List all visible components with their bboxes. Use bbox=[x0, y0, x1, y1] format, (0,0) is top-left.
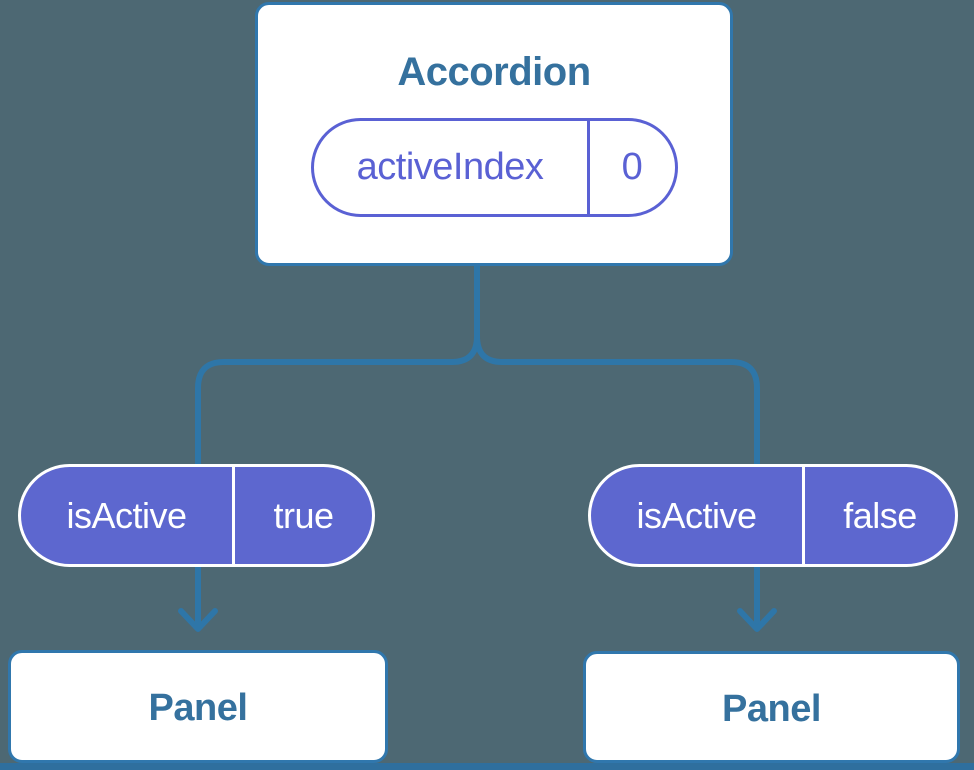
prop-pill-name: isActive bbox=[636, 494, 757, 536]
prop-pill-left: isActive true bbox=[18, 464, 375, 567]
arrow-down-right-icon bbox=[737, 608, 777, 632]
panel-node-label: Panel bbox=[148, 687, 248, 729]
panel-node-right: Panel bbox=[583, 651, 960, 763]
state-pill: activeIndex 0 bbox=[310, 118, 678, 217]
prop-pill-value: true bbox=[273, 494, 334, 536]
panel-node-label: Panel bbox=[722, 687, 821, 730]
connector-branch-left bbox=[195, 333, 480, 627]
prop-pill-right: isActive false bbox=[588, 464, 958, 567]
prop-pill-divider bbox=[802, 467, 805, 564]
arrow-down-left-icon bbox=[178, 608, 218, 632]
connector-branch-right bbox=[474, 333, 760, 627]
prop-pill-name: isActive bbox=[66, 494, 187, 536]
state-pill-value: 0 bbox=[621, 146, 643, 188]
prop-pill-value: false bbox=[843, 494, 917, 536]
accordion-node: Accordion activeIndex 0 bbox=[255, 2, 733, 266]
panel-node-left: Panel bbox=[8, 650, 388, 763]
accordion-node-title: Accordion bbox=[397, 50, 591, 94]
state-pill-name: activeIndex bbox=[356, 146, 544, 188]
prop-pill-divider bbox=[232, 467, 235, 564]
state-pill-divider bbox=[586, 121, 590, 214]
bottom-edge-bar bbox=[0, 763, 974, 770]
